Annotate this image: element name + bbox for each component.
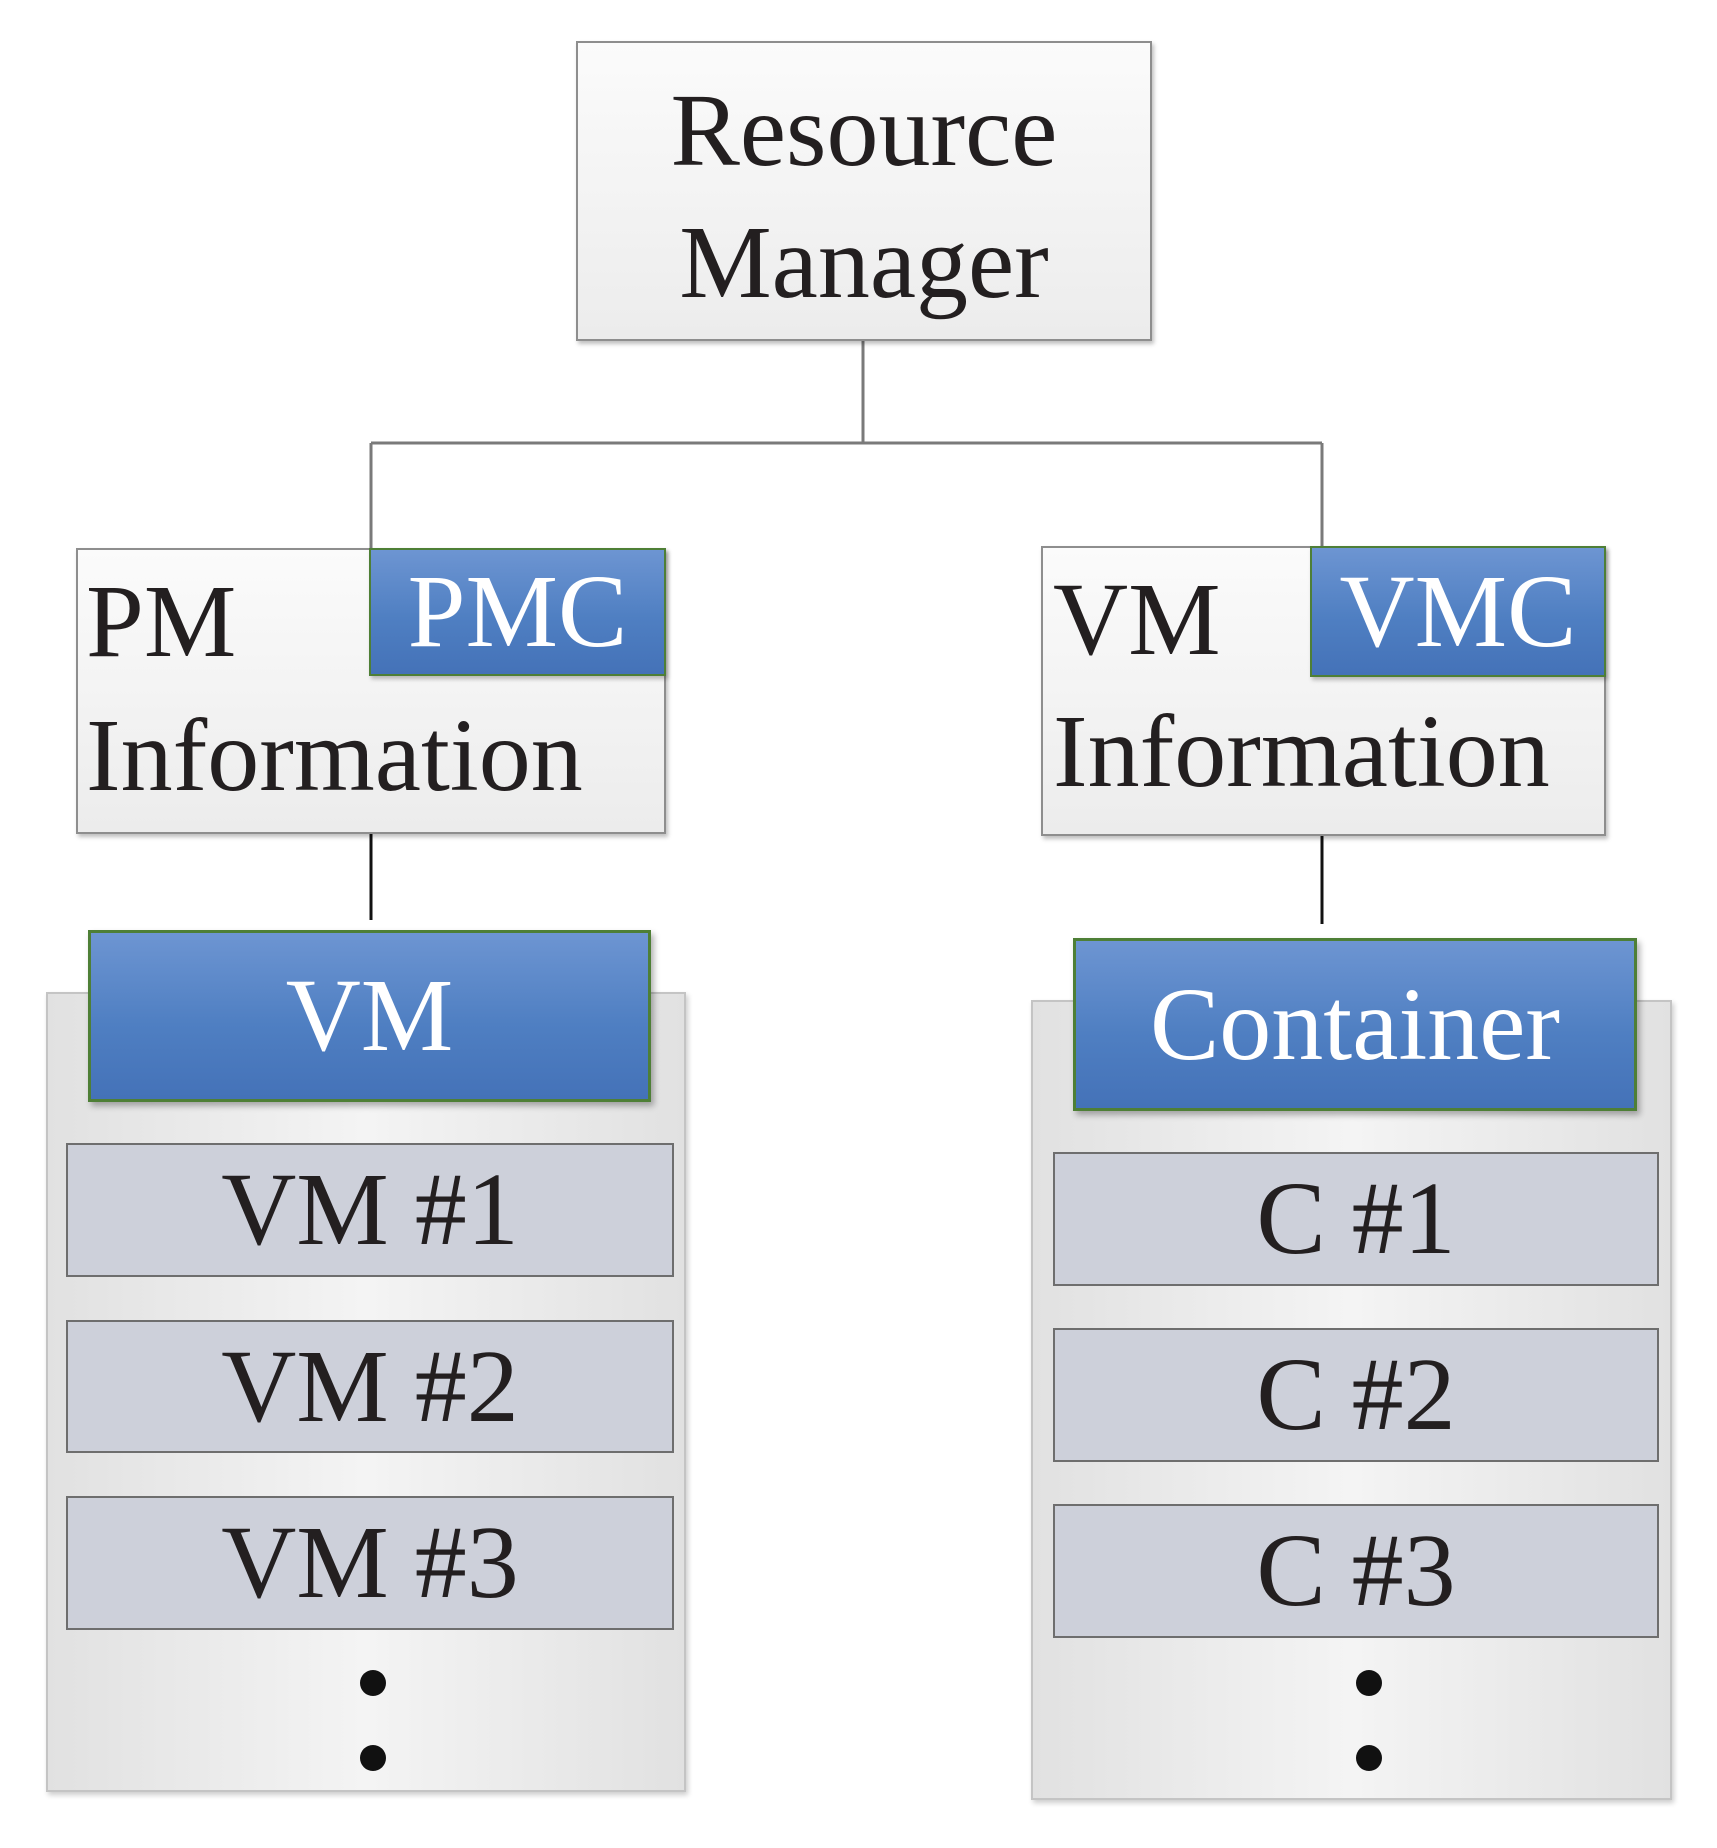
vm-list-item-3: VM #3	[66, 1496, 674, 1630]
pm-information-label-line2: Information	[86, 698, 583, 813]
container-list-item-2: C #2	[1053, 1328, 1659, 1462]
resource-manager-node: Resource Manager	[576, 41, 1152, 341]
resource-manager-label-line2: Manager	[679, 205, 1049, 320]
resource-manager-label-line1: Resource	[670, 73, 1058, 188]
vm-list-continuation-dot	[360, 1745, 386, 1771]
container-group-header: Container	[1073, 938, 1637, 1111]
container-list-item-3: C #3	[1053, 1504, 1659, 1638]
vm-list-item-1: VM #1	[66, 1143, 674, 1277]
pm-information-node: PM Information	[76, 548, 666, 834]
container-list-item-1: C #1	[1053, 1152, 1659, 1286]
pmc-tag: PMC	[369, 548, 666, 676]
vm-information-label-line2: Information	[1053, 694, 1550, 809]
vm-group-header: VM	[88, 930, 651, 1102]
vm-list-item-2: VM #2	[66, 1320, 674, 1453]
container-list-continuation-dot	[1356, 1745, 1382, 1771]
pm-information-label-line1: PM	[86, 564, 237, 679]
vm-information-label-line1: VM	[1053, 562, 1221, 677]
container-list-continuation-dot	[1356, 1670, 1382, 1696]
vmc-tag: VMC	[1310, 546, 1606, 677]
vm-list-continuation-dot	[360, 1670, 386, 1696]
